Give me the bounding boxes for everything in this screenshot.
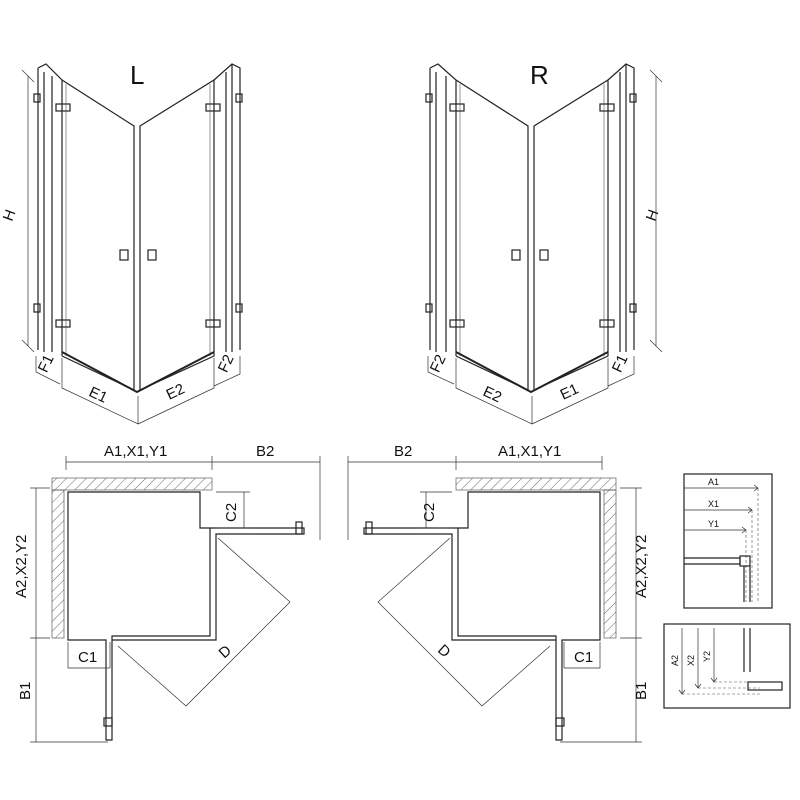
dim-label-e1-right: E1 <box>558 380 582 403</box>
dim-label-b2-left: B2 <box>256 443 274 460</box>
dim-label-a1x1y1-left: A1,X1,Y1 <box>104 443 167 460</box>
plan-view-r: A1,X1,Y1 B2 C2 A2,X2,Y2 B1 C1 D <box>347 443 650 743</box>
variant-label-l: L <box>130 60 144 90</box>
detail-label-x1: X1 <box>708 499 719 509</box>
detail-label-a2: A2 <box>670 655 680 666</box>
dim-label-e1-left: E1 <box>86 384 110 407</box>
dim-label-a2x2y2-right: A2,X2,Y2 <box>633 535 650 598</box>
dim-label-b2-right: B2 <box>394 443 412 460</box>
dim-label-f1-left: F1 <box>35 352 58 375</box>
detail-box-bottom: A2 X2 Y2 <box>663 623 791 709</box>
dim-label-b1-right: B1 <box>633 682 650 700</box>
dim-label-c2-right: C2 <box>421 503 438 522</box>
dim-label-h-right: H <box>643 207 663 223</box>
dim-label-e2-right: E2 <box>480 383 504 406</box>
plan-view-l: A1,X1,Y1 B2 C2 A2,X2,Y2 B1 C1 D <box>13 443 321 743</box>
detail-label-y2: Y2 <box>702 651 712 662</box>
enclosure-r-elevation: R H F2 E2 E1 F1 <box>425 60 663 425</box>
dim-label-f2-left: F2 <box>215 352 238 375</box>
dim-label-a1x1y1-right: A1,X1,Y1 <box>498 443 561 460</box>
dim-label-c2-left: C2 <box>223 503 240 522</box>
dim-label-f1-right: F1 <box>609 352 632 375</box>
dim-label-h-left: H <box>0 207 19 223</box>
variant-label-r: R <box>530 60 549 90</box>
dim-label-c1-right: C1 <box>574 649 593 666</box>
dim-label-d-left: D <box>216 642 236 662</box>
detail-label-a1: A1 <box>708 477 719 487</box>
dim-label-a2x2y2-left: A2,X2,Y2 <box>13 535 30 598</box>
dim-label-e2-left: E2 <box>164 380 188 403</box>
dim-label-b1-left: B1 <box>17 682 34 700</box>
detail-box-top: A1 X1 Y1 <box>683 473 773 609</box>
detail-label-y1: Y1 <box>708 519 719 529</box>
detail-label-x2: X2 <box>686 655 696 666</box>
dim-label-d-right: D <box>434 641 454 661</box>
dim-label-c1-left: C1 <box>78 649 97 666</box>
dim-label-f2-right: F2 <box>427 352 450 375</box>
enclosure-l-elevation: L H F1 E1 E2 F2 <box>0 60 243 425</box>
